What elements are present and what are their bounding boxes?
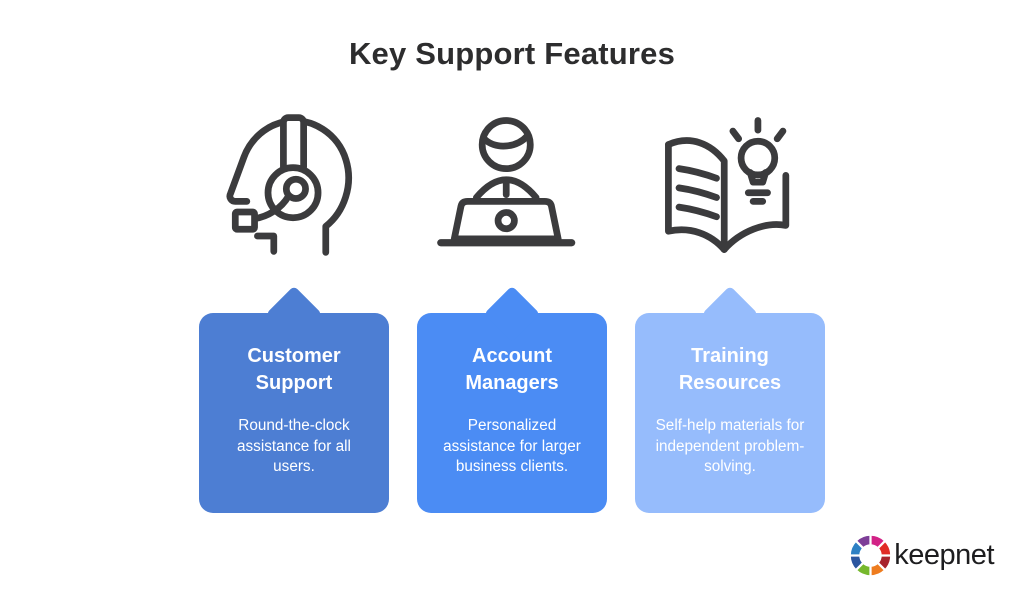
customer-support-icon-cell [199, 108, 389, 266]
card-description: Self-help materials for independent prob… [655, 417, 805, 475]
feature-cards-row: Customer Support Round-the-clock assista… [199, 285, 825, 513]
card-account-managers: Account Managers Personalized assistance… [417, 285, 607, 513]
icons-row [199, 108, 825, 266]
keepnet-logo-text: keepnet [894, 539, 994, 571]
card-description: Round-the-clock assistance for all users… [237, 417, 351, 475]
card-heading: Account Managers [465, 345, 559, 394]
training-resources-icon-cell [635, 108, 825, 266]
book-lightbulb-icon [665, 117, 790, 253]
keepnet-logo: keepnet [848, 533, 994, 578]
card-training-resources: Training Resources Self-help materials f… [635, 285, 825, 513]
headset-agent-icon [226, 114, 353, 256]
keepnet-ring-icon [849, 534, 892, 577]
page-title: Key Support Features [348, 36, 676, 71]
account-manager-icon-cell [417, 108, 607, 266]
card-customer-support: Customer Support Round-the-clock assista… [199, 285, 389, 513]
person-at-laptop-icon [437, 117, 576, 247]
card-description: Personalized assistance for larger busin… [443, 417, 581, 475]
card-heading: Training Resources [678, 345, 782, 394]
card-heading: Customer Support [247, 345, 341, 394]
